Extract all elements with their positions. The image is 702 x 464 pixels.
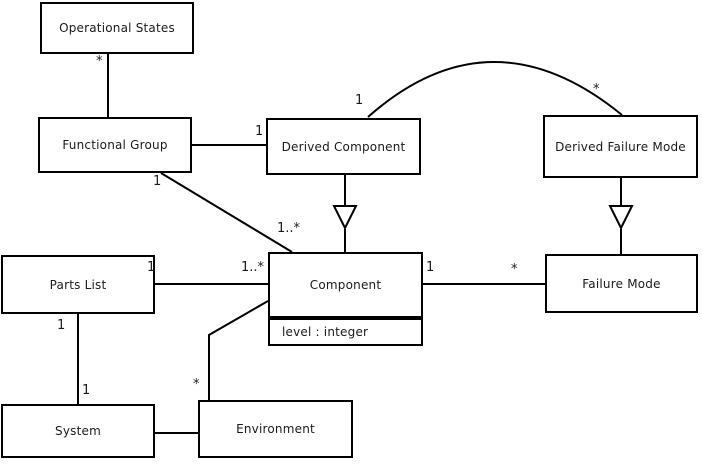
multiplicity-environment-end: *: [193, 377, 200, 392]
class-label: Functional Group: [62, 138, 168, 152]
multiplicity-derived-failure-mode-curve-end: *: [593, 82, 600, 97]
class-label: System: [55, 424, 101, 438]
class-label: Component: [309, 278, 382, 292]
class-box-component-attributes: level : integer: [268, 318, 423, 346]
multiplicity-derived-component-curve-end: 1: [355, 93, 364, 108]
multiplicity-parts-list-end-to-system: 1: [57, 318, 66, 333]
class-box-functional-group: Functional Group: [38, 117, 192, 173]
class-box-failure-mode: Failure Mode: [545, 254, 698, 313]
multiplicity-component-end-from-functional-group: 1..*: [277, 221, 301, 236]
multiplicity-operational-states-end: *: [96, 54, 103, 69]
multiplicity-component-end-from-parts-list: 1..*: [241, 260, 265, 275]
edge-component-environment: [208, 300, 269, 400]
edge-functional-group-component: [160, 172, 293, 253]
class-label: Operational States: [59, 21, 175, 35]
class-box-derived-component: Derived Component: [266, 118, 421, 175]
class-box-parts-list: Parts List: [1, 255, 155, 314]
class-box-derived-failure-mode: Derived Failure Mode: [543, 115, 698, 178]
generalization-arrow-icon: [332, 205, 358, 231]
edge-derived-component-derived-failure-mode: [367, 61, 623, 118]
multiplicity-functional-group-end: 1: [153, 174, 162, 189]
generalization-derived-failure-mode-failure-mode: [608, 178, 634, 254]
class-label: Failure Mode: [582, 276, 661, 291]
class-box-component: Component: [268, 252, 423, 318]
class-label: Derived Failure Mode: [555, 139, 686, 154]
class-box-operational-states: Operational States: [40, 2, 194, 54]
multiplicity-parts-list-end: 1: [147, 260, 156, 275]
generalization-derived-component-component: [332, 175, 358, 252]
class-label: Parts List: [49, 277, 107, 292]
class-label: Environment: [236, 422, 315, 436]
class-label: Derived Component: [281, 139, 406, 154]
class-box-environment: Environment: [198, 400, 353, 458]
generalization-arrow-icon: [608, 205, 634, 231]
multiplicity-component-end-from-failure-mode: 1: [426, 260, 435, 275]
multiplicity-derived-component-end: 1: [255, 124, 264, 139]
class-box-system: System: [1, 404, 155, 458]
attribute-label: level : integer: [282, 325, 369, 339]
multiplicity-system-end: 1: [82, 383, 91, 398]
multiplicity-failure-mode-end: *: [511, 262, 518, 277]
